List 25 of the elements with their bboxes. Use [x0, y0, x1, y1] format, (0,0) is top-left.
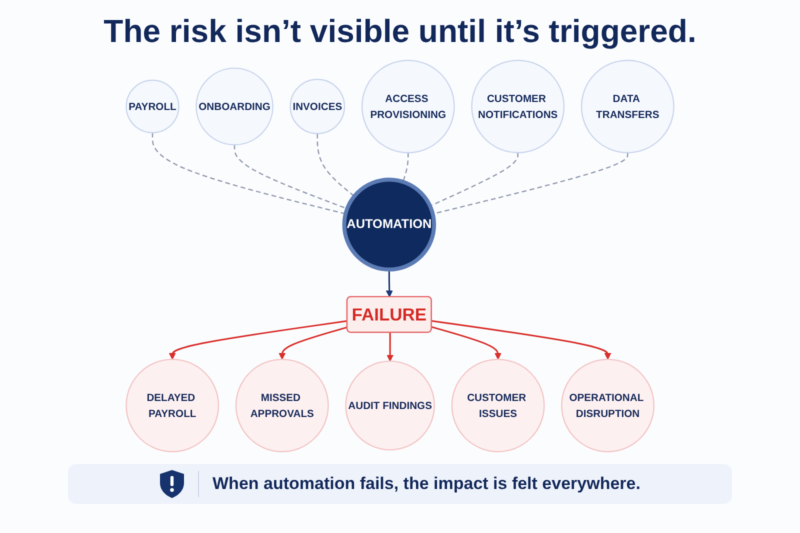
node-circle: OPERATIONAL DISRUPTION: [561, 358, 654, 452]
arrow: [386, 270, 393, 298]
arrow: [432, 326, 502, 360]
node-circle: DELAYED PAYROLL: [126, 358, 220, 452]
connector: [316, 134, 355, 197]
node-circle: CUSTOMER ISSUES: [451, 358, 545, 452]
connector: [152, 132, 346, 214]
title: The risk isn’t visible until it’s triggered.: [104, 12, 696, 50]
node-circle: MISSED APPROVALS: [235, 358, 329, 452]
node-circle: CUSTOMER NOTIFICATIONS: [471, 60, 565, 154]
connector: [430, 152, 519, 207]
connector: [402, 152, 409, 182]
arrow: [432, 320, 612, 360]
connector: [234, 144, 348, 210]
node-circle: DATA TRANSFERS: [580, 60, 674, 154]
arrow: [168, 320, 348, 360]
arrow: [278, 326, 348, 360]
node-circle: PAYROLL: [126, 80, 180, 134]
arrow: [386, 332, 394, 362]
node-circle: AUTOMATION: [342, 178, 436, 272]
node-circle: ONBOARDING: [196, 68, 274, 146]
node-circle: AUDIT FINDINGS: [345, 360, 435, 450]
node-circle: ACCESS PROVISIONING: [361, 60, 455, 154]
node-circle: INVOICES: [290, 78, 346, 134]
caption: When automation fails, the impact is felt everywhere.: [212, 474, 640, 494]
